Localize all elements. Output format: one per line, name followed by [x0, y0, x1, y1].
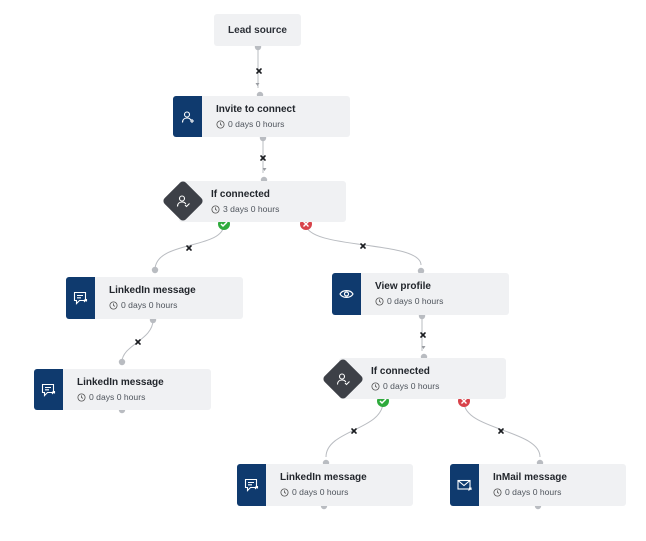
node-delay: 0 days 0 hours	[89, 392, 146, 402]
node-title: LinkedIn message	[280, 472, 367, 483]
node-title: LinkedIn message	[77, 377, 164, 388]
clock-icon	[77, 392, 86, 402]
user-plus-icon	[173, 96, 202, 137]
eye-icon	[332, 273, 361, 315]
clock-icon	[211, 204, 220, 214]
node-delay: 0 days 0 hours	[292, 487, 349, 497]
node-delay: 3 days 0 hours	[223, 204, 280, 214]
node-linkedin-message-1[interactable]: LinkedIn message 0 days 0 hours	[66, 277, 243, 319]
message-icon	[34, 369, 63, 410]
clock-icon	[216, 119, 225, 129]
node-delay: 0 days 0 hours	[383, 381, 440, 391]
node-linkedin-message-2[interactable]: LinkedIn message 0 days 0 hours	[34, 369, 211, 410]
message-icon	[237, 464, 266, 506]
node-title: Invite to connect	[216, 104, 296, 115]
node-invite-to-connect[interactable]: Invite to connect 0 days 0 hours	[173, 96, 350, 137]
clock-icon	[375, 296, 384, 306]
node-view-profile[interactable]: View profile 0 days 0 hours	[332, 273, 509, 315]
user-check-icon	[321, 357, 365, 401]
node-delay: 0 days 0 hours	[121, 300, 178, 310]
message-icon	[66, 277, 95, 319]
clock-icon	[109, 300, 118, 310]
node-linkedin-message-3[interactable]: LinkedIn message 0 days 0 hours	[237, 464, 413, 506]
node-delay: 0 days 0 hours	[387, 296, 444, 306]
clock-icon	[280, 487, 289, 497]
user-check-icon	[161, 179, 205, 223]
node-title: LinkedIn message	[109, 285, 196, 296]
node-if-connected-1[interactable]: If connected 3 days 0 hours	[179, 181, 346, 222]
node-title: View profile	[375, 281, 431, 292]
clock-icon	[371, 381, 380, 391]
node-delay: 0 days 0 hours	[228, 119, 285, 129]
node-if-connected-2[interactable]: If connected 0 days 0 hours	[339, 358, 506, 399]
node-title: InMail message	[493, 472, 567, 483]
node-title: If connected	[211, 189, 270, 200]
node-delay: 0 days 0 hours	[505, 487, 562, 497]
lead-source-label: Lead source	[228, 24, 287, 36]
node-title: If connected	[371, 366, 430, 377]
node-lead-source[interactable]: Lead source	[214, 14, 301, 46]
mail-icon	[450, 464, 479, 506]
node-inmail-message[interactable]: InMail message 0 days 0 hours	[450, 464, 626, 506]
clock-icon	[493, 487, 502, 497]
